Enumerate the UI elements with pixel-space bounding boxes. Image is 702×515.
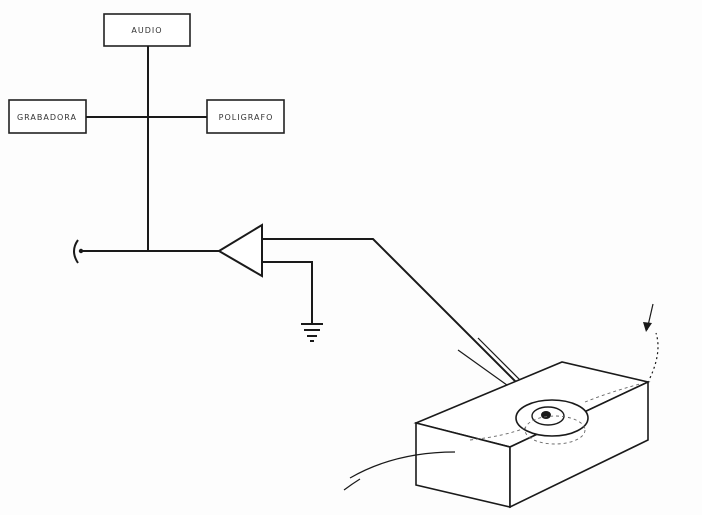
flow-arrow-icon (643, 303, 659, 379)
specimen-block-icon (413, 361, 651, 509)
recorder-box (8, 99, 87, 134)
polygraph-box (206, 99, 285, 134)
polygraph-block: POLIGRAFO (206, 99, 285, 134)
polygraph-label: POLIGRAFO (219, 113, 274, 122)
amplifier-triangle-icon (217, 223, 263, 278)
speaker-icon (73, 239, 79, 264)
recorder-block: GRABADORA (8, 99, 87, 134)
inflow-tube-icon (349, 451, 456, 479)
recorder-label: GRABADORA (17, 113, 77, 122)
ground-icon (301, 323, 323, 342)
audio-box (103, 13, 191, 47)
inflow-tube-end (343, 478, 361, 491)
audio-block: AUDIO (103, 13, 191, 47)
speaker-node (78, 248, 84, 254)
audio-label: AUDIO (131, 26, 162, 35)
electrode-input-wire (262, 238, 553, 419)
ground-wire (262, 261, 313, 323)
